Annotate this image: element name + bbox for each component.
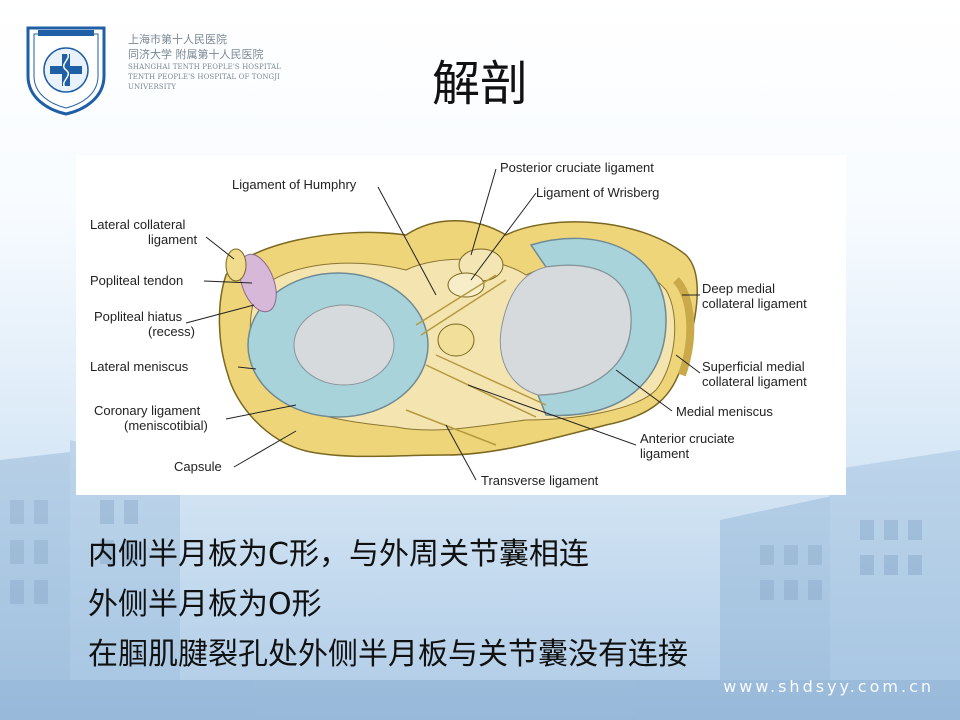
label-medial-meniscus: Medial meniscus: [676, 404, 773, 419]
label-deep-medial-collateral-2: collateral ligament: [702, 296, 807, 311]
acl-shape: [437, 323, 475, 357]
hospital-name-block: 上海市第十人民医院 同济大学 附属第十人民医院 SHANGHAI TENTH P…: [128, 32, 324, 92]
hospital-name-cn-1: 上海市第十人民医院: [128, 33, 227, 46]
leader-lines: [185, 168, 701, 481]
label-coronary-ligament-2: (meniscotibial): [124, 418, 208, 433]
knee-meniscus-illustration: Ligament of Humphry Posterior cruciate l…: [90, 160, 807, 488]
label-anterior-cruciate-1: Anterior cruciate: [640, 431, 735, 446]
label-superficial-medial-collateral-1: Superficial medial: [702, 359, 805, 374]
ligament-strands: [405, 274, 547, 446]
hospital-logo: [26, 26, 106, 116]
hospital-name-en-2: TENTH PEOPLE'S HOSPITAL OF TONGJI UNIVER…: [128, 73, 281, 91]
body-text: 内侧半月板为C形，与外周关节囊相连 外侧半月板为O形 在腘肌腱裂孔处外侧半月板与…: [88, 530, 688, 680]
label-ligament-of-humphry: Ligament of Humphry: [232, 177, 357, 192]
lcl-shape: [225, 248, 247, 282]
hospital-header: 上海市第十人民医院 同济大学 附属第十人民医院 SHANGHAI TENTH P…: [24, 24, 324, 116]
hospital-name-en-1: SHANGHAI TENTH PEOPLE'S HOSPITAL: [128, 63, 281, 71]
label-popliteal-hiatus-2: (recess): [148, 324, 195, 339]
label-transverse-ligament: Transverse ligament: [481, 473, 599, 488]
slide-title: 解剖: [431, 56, 528, 112]
anatomy-figure: Ligament of Humphry Posterior cruciate l…: [76, 155, 846, 495]
label-ligament-of-wrisberg: Ligament of Wrisberg: [536, 185, 659, 200]
lateral-plateau-center: [293, 304, 395, 386]
label-lateral-meniscus: Lateral meniscus: [90, 359, 189, 374]
body-line-1: 内侧半月板为C形，与外周关节囊相连: [88, 537, 589, 572]
label-popliteal-hiatus-1: Popliteal hiatus: [94, 309, 183, 324]
hospital-name-cn-2: 同济大学 附属第十人民医院: [128, 48, 264, 61]
label-posterior-cruciate-ligament: Posterior cruciate ligament: [500, 160, 654, 175]
body-line-3: 在腘肌腱裂孔处外侧半月板与关节囊没有连接: [88, 637, 688, 672]
medial-plateau-center: [499, 264, 632, 396]
label-deep-medial-collateral-1: Deep medial: [702, 281, 775, 296]
footer-url: www.shdsyy.com.cn: [723, 677, 934, 696]
label-lateral-collateral-ligament-1: Lateral collateral: [90, 217, 185, 232]
label-superficial-medial-collateral-2: collateral ligament: [702, 374, 807, 389]
body-line-2: 外侧半月板为O形: [88, 587, 322, 622]
popliteal-tendon-shape: [239, 253, 277, 313]
label-popliteal-tendon: Popliteal tendon: [90, 273, 183, 288]
label-anterior-cruciate-2: ligament: [640, 446, 690, 461]
label-lateral-collateral-ligament-2: ligament: [148, 232, 198, 247]
wrisberg-shape: [447, 272, 485, 298]
label-coronary-ligament-1: Coronary ligament: [94, 403, 201, 418]
label-capsule: Capsule: [174, 459, 222, 474]
